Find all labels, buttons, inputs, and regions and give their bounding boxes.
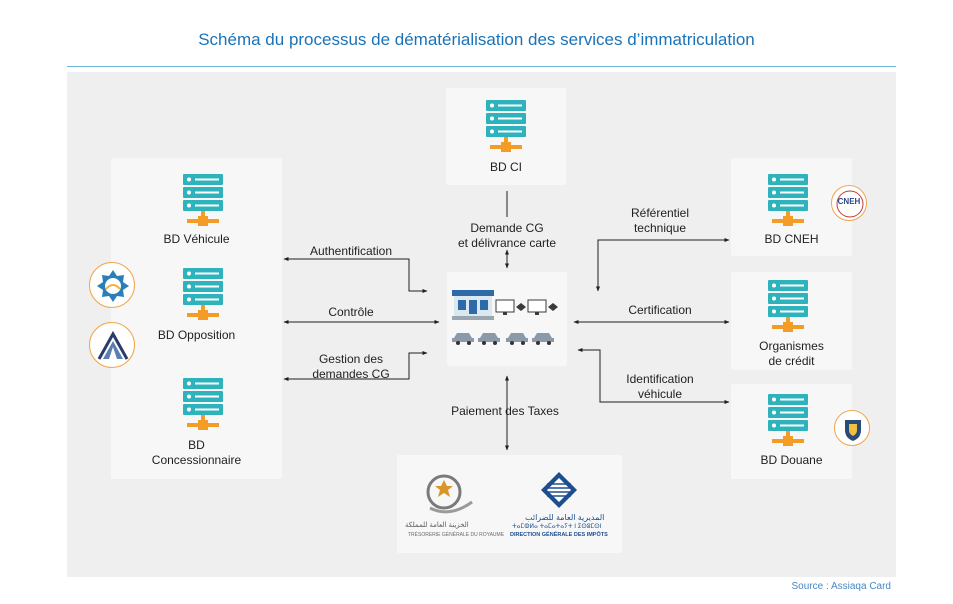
dgi-tifinagh-name: ⵜⴰⵎⵀⵍⴰ ⵜⴰⵎⴰⵜⴰⵢⵜ ⵏ ⵉⵙⵓⵎⵙⵏ: [512, 524, 602, 530]
title-divider: [67, 66, 896, 67]
office-building-icon: [452, 290, 494, 320]
road-emblem-icon: [97, 330, 129, 360]
arrow-referentiel: [596, 238, 730, 292]
badge-cneh: CNEH: [831, 185, 867, 221]
arrow-authentification: [283, 257, 428, 293]
diagram-title: Schéma du processus de dématérialisation…: [198, 30, 755, 49]
badge-star-emblem: [89, 262, 135, 308]
computer-icon: [527, 299, 547, 315]
central-system-illustration: [452, 290, 558, 345]
server-icon: [768, 174, 808, 226]
label-paiement: Paiement des Taxes: [451, 404, 559, 418]
source-note: Source : Assiaqa Card: [791, 581, 892, 592]
label-bd-douane: BD Douane: [760, 453, 823, 467]
network-router-icon: [516, 303, 526, 311]
arrow-gestion: [283, 351, 428, 381]
server-icon: [183, 268, 223, 320]
badge-customs-shield: [834, 410, 870, 446]
server-icon: [183, 174, 223, 226]
server-icon: [768, 280, 808, 332]
star-emblem-icon: [97, 270, 129, 302]
car-icon: [506, 333, 528, 345]
computer-icon: [495, 299, 515, 315]
dgi-french-name: DIRECTION GÉNÉRALE DES IMPÔTS: [510, 532, 608, 538]
customs-shield-icon: [845, 420, 861, 441]
badge-road-emblem: [89, 322, 135, 368]
network-router-icon: [548, 303, 558, 311]
arrow-identification: [577, 348, 730, 404]
label-controle: Contrôle: [328, 305, 374, 319]
server-icon: [183, 378, 223, 430]
label-authentification: Authentification: [309, 244, 393, 258]
tresorerie-french-name: TRÉSORERIE GÉNÉRALE DU ROYAUME: [408, 532, 505, 538]
tresorerie-emblem-icon: [426, 474, 473, 514]
dgi-emblem-icon: [541, 472, 577, 508]
label-certification: Certification: [628, 303, 692, 317]
label-bd-cneh: BD CNEH: [764, 232, 819, 246]
car-icon: [452, 333, 474, 345]
label-bd-ci: BD CI: [489, 160, 522, 174]
server-icon: [768, 394, 808, 446]
server-icon: [486, 100, 526, 152]
car-icon: [478, 333, 500, 345]
cneh-logo-text: CNEH: [837, 197, 861, 206]
tresorerie-arabic-name: الخزينة العامة للمملكة: [405, 522, 469, 529]
dgi-arabic-name: المديرية العامة للضرائب: [525, 513, 605, 522]
car-icon: [532, 333, 554, 345]
label-bd-opposition: BD Opposition: [157, 328, 236, 342]
label-bd-vehicule: BD Véhicule: [163, 232, 230, 246]
